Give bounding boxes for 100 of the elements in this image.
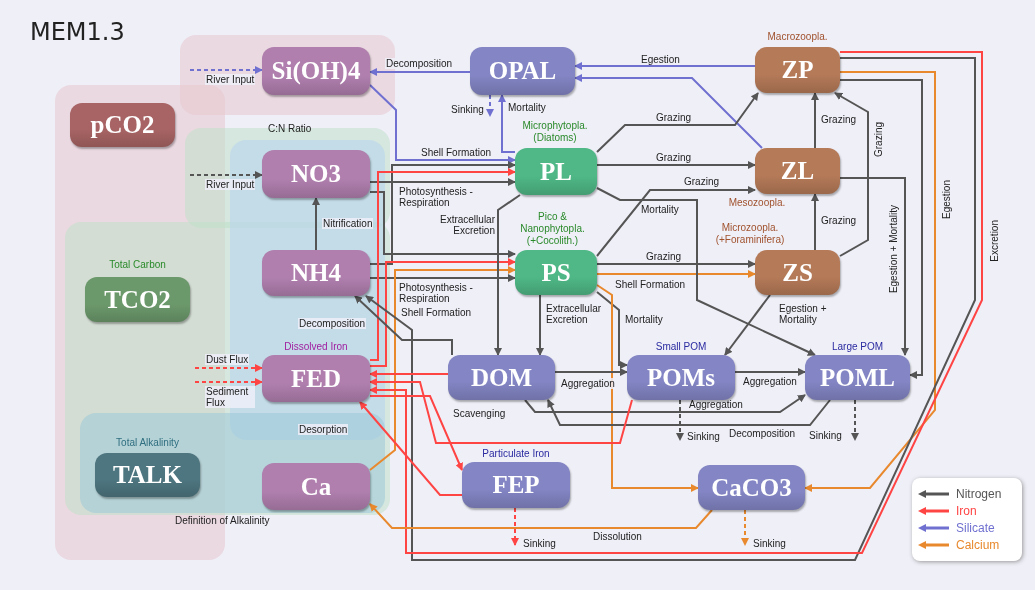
node-heading: Mesozoopla.: [727, 197, 787, 209]
edge-label: River Input: [205, 74, 256, 85]
node-heading: Total Carbon: [108, 259, 167, 271]
arrow: [359, 401, 463, 496]
node-box: NH4: [262, 250, 370, 296]
node-heading: Small POM: [654, 341, 708, 353]
node-box: TCO2: [85, 277, 190, 322]
edge-label: Grazing: [820, 114, 857, 125]
edge-label: Aggregation: [560, 378, 616, 389]
arrow: [369, 274, 516, 282]
node-box: Si(OH)4: [262, 47, 370, 95]
edge-label: Desorption: [298, 424, 349, 435]
arrow: [574, 62, 756, 70]
dashed-arrow: [194, 378, 263, 386]
edge-label: Decomposition: [298, 318, 367, 329]
arrow: [839, 79, 923, 379]
dashed-arrow: [486, 94, 494, 117]
arrow: [834, 92, 869, 257]
node-box: TALK: [95, 453, 200, 497]
arrow: [369, 84, 516, 164]
edge-label: Sinking: [752, 538, 787, 549]
arrow: [724, 294, 771, 356]
legend-label: Nitrogen: [956, 487, 1002, 501]
arrow: [524, 394, 806, 413]
edge-label: Egestion + Mortality: [887, 205, 900, 294]
edge-label: Mortality: [640, 204, 680, 215]
node-heading: Microphytopla. (Diatoms): [521, 120, 589, 144]
arrow: [536, 294, 544, 356]
node-box: CaCO3: [698, 465, 805, 510]
edge-label: Grazing: [872, 122, 885, 157]
arrow: [354, 295, 453, 356]
arrow: [494, 194, 521, 356]
arrow: [811, 92, 819, 149]
edge-label: Decomposition: [728, 428, 797, 439]
edge-label: Egestion: [940, 180, 953, 219]
dashed-arrow: [676, 399, 684, 441]
dashed-arrow: [741, 509, 749, 546]
arrow: [804, 71, 936, 492]
arrow: [369, 266, 516, 471]
note-text: C:N Ratio: [268, 123, 312, 134]
edge-label: Sinking: [522, 538, 557, 549]
node-heading: Pico & Nanophytopla. (+Cocolith.): [519, 211, 586, 247]
legend-label: Silicate: [956, 521, 995, 535]
node-heading: Large POM: [830, 341, 885, 353]
edge-label: Sediment Flux: [205, 386, 255, 408]
arrow: [596, 186, 756, 257]
edge-label: Decomposition: [385, 58, 454, 69]
node-box: POMs: [627, 355, 735, 400]
arrow: [369, 168, 516, 361]
arrow: [734, 368, 806, 376]
arrow: [369, 258, 516, 367]
node-heading: Macrozoopla.: [766, 31, 829, 43]
edge-label: Mortality: [507, 102, 547, 113]
arrow: [547, 399, 831, 426]
arrow: [369, 378, 633, 444]
dashed-arrow: [194, 364, 263, 372]
edge-label: Grazing: [655, 152, 692, 163]
arrow: [369, 178, 516, 186]
node-box: PS: [515, 250, 597, 295]
edge-label: Dissolution: [592, 531, 643, 542]
node-box: NO3: [262, 150, 370, 198]
dashed-arrow: [511, 507, 519, 546]
dashed-arrow: [189, 171, 263, 179]
arrow: [811, 193, 819, 251]
node-heading: Total Alkalinity: [115, 437, 180, 449]
edge-label: Scavenging: [452, 408, 507, 419]
edge-label: Sinking: [450, 104, 485, 115]
arrow: [839, 177, 909, 356]
legend-label: Iron: [956, 504, 977, 518]
edge-label: Sinking: [686, 431, 721, 442]
arrow: [369, 395, 463, 471]
node-heading: Particulate Iron: [481, 448, 551, 460]
node-box: OPAL: [470, 47, 575, 95]
note-text: Definition of Alkalinity: [175, 515, 270, 526]
edge-label: Mortality: [624, 314, 664, 325]
node-box: POML: [805, 355, 910, 400]
edge-label: River Input: [205, 179, 256, 190]
arrow: [369, 370, 449, 378]
arrow: [369, 503, 713, 529]
node-box: ZP: [755, 47, 840, 93]
arrow: [554, 368, 628, 376]
node-box: DOM: [448, 355, 555, 400]
edge-label: Aggregation: [742, 376, 798, 387]
edge-label: Shell Formation: [614, 279, 687, 290]
arrow: [498, 94, 516, 153]
edge-label: Photosynthesis - Respiration: [398, 186, 475, 208]
node-box: ZL: [755, 148, 840, 194]
arrow: [596, 284, 699, 492]
node-heading: Microzoopla. (+Foraminifera): [714, 222, 786, 246]
arrow: [596, 260, 756, 268]
arrow: [369, 68, 471, 76]
arrow: [596, 92, 759, 153]
node-box: pCO2: [70, 103, 175, 147]
edge-label: Grazing: [820, 215, 857, 226]
dashed-arrow: [189, 66, 263, 74]
edge-label: Grazing: [645, 251, 682, 262]
edge-label: Shell Formation: [400, 307, 473, 318]
edge-label: Excretion: [988, 220, 1001, 262]
edge-label: Egestion: [640, 54, 681, 65]
edge-label: Photosynthesis - Respiration: [398, 282, 475, 304]
